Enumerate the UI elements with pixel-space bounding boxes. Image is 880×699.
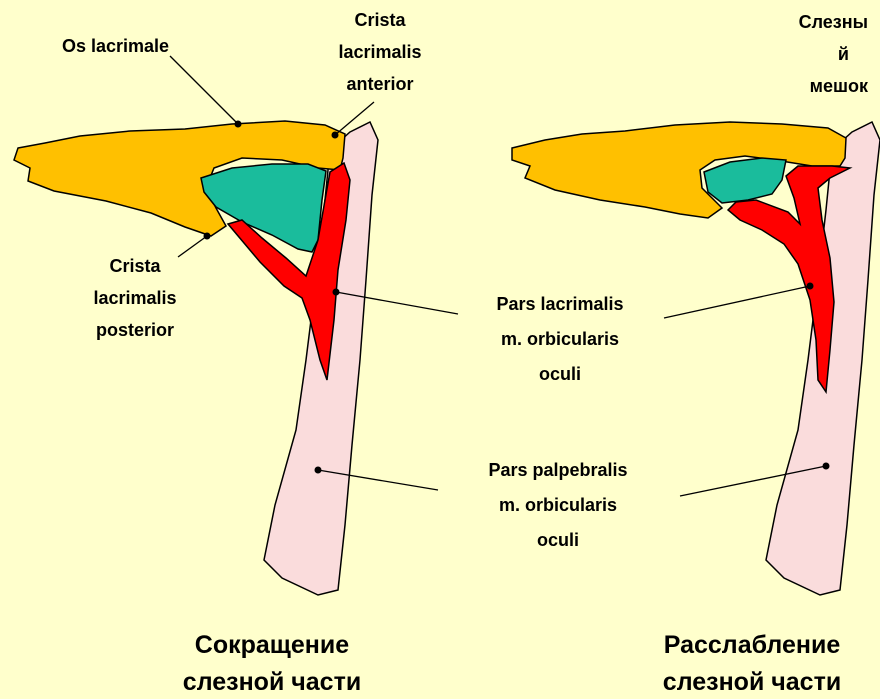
crista-anterior-line-3: anterior bbox=[346, 74, 413, 94]
left-caption-line-2: слезной части bbox=[183, 668, 361, 696]
pars-palpebralis-line-3: oculi bbox=[537, 530, 579, 550]
crista-posterior-label: Crista lacrimalis posterior bbox=[93, 256, 176, 340]
crista-posterior-line-3: posterior bbox=[96, 320, 174, 340]
crista-anterior-line-1: Crista bbox=[354, 10, 406, 30]
right-caption-line-1: Расслабление bbox=[664, 631, 841, 659]
pars-lacrimalis-line-1: Pars lacrimalis bbox=[496, 294, 623, 314]
right-panel bbox=[512, 122, 880, 595]
lacrimal-sac-line-3: мешок bbox=[810, 76, 869, 96]
pars-palpebralis-label: Pars palpebralis m. orbicularis oculi bbox=[488, 460, 627, 550]
pars-lacrimalis-line-2: m. orbicularis bbox=[501, 329, 619, 349]
right-caption-line-2: слезной части bbox=[663, 668, 841, 696]
right-lacrimal-sac bbox=[704, 158, 786, 203]
crista-anterior-label: Crista lacrimalis anterior bbox=[338, 10, 421, 94]
pars-palpebralis-line-1: Pars palpebralis bbox=[488, 460, 627, 480]
crista-posterior-line-1: Crista bbox=[109, 256, 161, 276]
crista-posterior-line-2: lacrimalis bbox=[93, 288, 176, 308]
crista-anterior-line-2: lacrimalis bbox=[338, 42, 421, 62]
left-caption: Сокращение слезной части bbox=[183, 631, 361, 696]
pars-lacrimalis-label: Pars lacrimalis m. orbicularis oculi bbox=[496, 294, 623, 384]
left-caption-line-1: Сокращение bbox=[195, 631, 349, 659]
os-lacrimale-label: Os lacrimale bbox=[62, 36, 169, 56]
lacrimal-sac-line-2: й bbox=[838, 44, 849, 64]
lacrimal-sac-label: Слезны й мешок bbox=[799, 12, 869, 96]
left-panel bbox=[14, 56, 458, 595]
lacrimal-sac-line-1: Слезны bbox=[799, 12, 868, 32]
right-caption: Расслабление слезной части bbox=[663, 631, 841, 696]
pars-lacrimalis-line-3: oculi bbox=[539, 364, 581, 384]
pars-palpebralis-line-2: m. orbicularis bbox=[499, 495, 617, 515]
